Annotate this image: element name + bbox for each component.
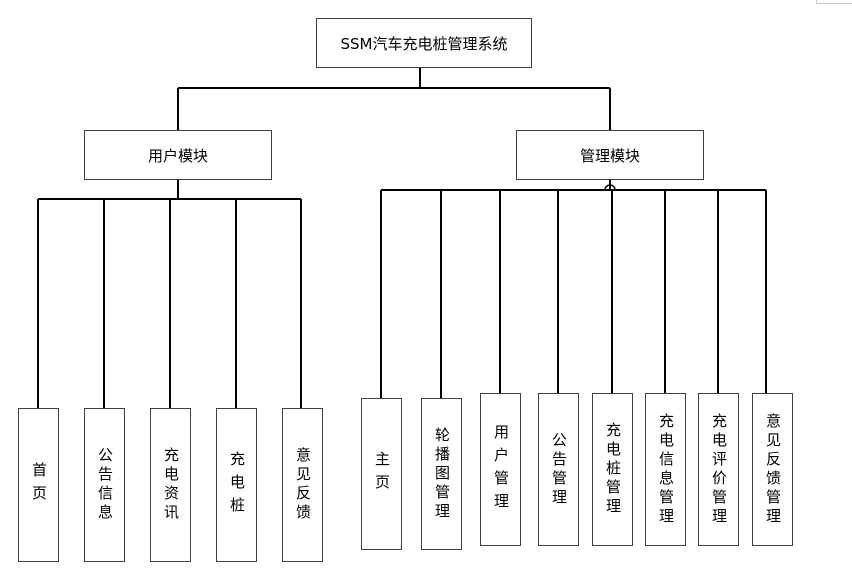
- admin-leaf-home: 主页: [361, 398, 402, 550]
- user-leaf-charging-pile: 充电桩: [216, 408, 257, 562]
- user-module-node: 用户模块: [84, 130, 272, 180]
- admin-leaf-carousel: 轮播图管理: [421, 398, 462, 550]
- admin-leaf-users: 用户管理: [480, 393, 521, 546]
- admin-leaf-users-label: 用户管理: [492, 423, 510, 516]
- user-module-label: 用户模块: [147, 146, 208, 165]
- user-leaf-feedback-label: 意见反馈: [294, 447, 312, 523]
- user-leaf-announcements-label: 公告信息: [96, 447, 114, 523]
- admin-leaf-charging-reviews: 充电评价管理: [698, 393, 739, 546]
- admin-leaf-charging-info-label: 充电信息管理: [657, 412, 675, 527]
- user-leaf-charging-news-label: 充电资讯: [162, 447, 180, 523]
- admin-leaf-charging-reviews-label: 充电评价管理: [710, 412, 728, 527]
- user-leaf-home-label: 首页: [30, 462, 48, 508]
- user-leaf-feedback: 意见反馈: [282, 408, 323, 562]
- admin-module-label: 管理模块: [579, 146, 640, 165]
- user-leaf-announcements: 公告信息: [84, 408, 125, 562]
- admin-leaf-charging-pile-label: 充电桩管理: [604, 422, 622, 517]
- admin-leaf-announcements-label: 公告管理: [550, 431, 568, 508]
- admin-leaf-home-label: 主页: [373, 451, 391, 497]
- admin-leaf-feedback: 意见反馈管理: [752, 393, 793, 546]
- page-corner-mark: [816, 0, 852, 4]
- root-node: SSM汽车充电桩管理系统: [316, 18, 532, 68]
- admin-leaf-charging-info: 充电信息管理: [645, 393, 686, 546]
- admin-leaf-charging-pile: 充电桩管理: [592, 393, 633, 546]
- admin-leaf-carousel-label: 轮播图管理: [433, 426, 451, 522]
- user-leaf-charging-news: 充电资讯: [150, 408, 191, 562]
- user-leaf-charging-pile-label: 充电桩: [228, 450, 246, 520]
- root-node-label: SSM汽车充电桩管理系统: [340, 34, 508, 53]
- admin-module-node: 管理模块: [516, 130, 704, 180]
- admin-leaf-feedback-label: 意见反馈管理: [764, 412, 782, 527]
- admin-leaf-announcements: 公告管理: [538, 393, 579, 546]
- user-leaf-home: 首页: [18, 408, 59, 562]
